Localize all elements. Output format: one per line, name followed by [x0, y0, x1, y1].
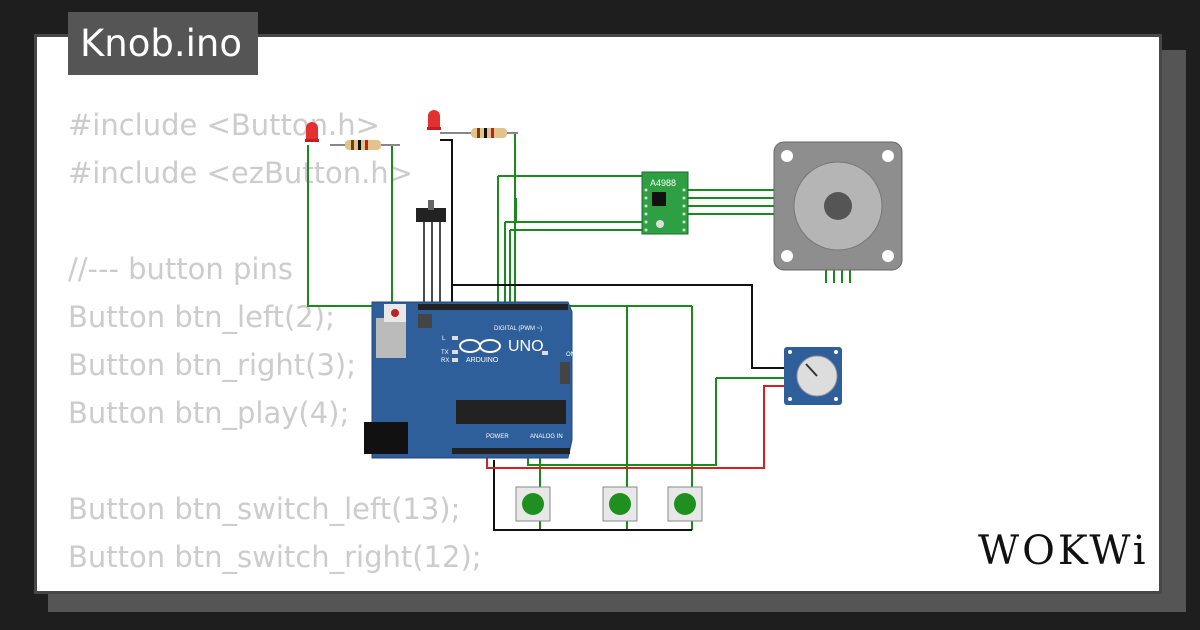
power-label: POWER	[486, 434, 509, 440]
code-line: #include <ezButton.h>	[68, 156, 413, 190]
board-logo: UNO	[508, 338, 544, 355]
wire-gnd-pot	[452, 284, 784, 369]
digital-label: DIGITAL (PWM ~)	[494, 326, 542, 332]
code-line: #include <Button.h>	[68, 108, 380, 142]
analog-label: ANALOG IN	[530, 434, 563, 440]
code-line: Button btn_switch_right(12);	[68, 540, 482, 574]
l-label: L	[442, 336, 446, 342]
led-right[interactable]	[427, 110, 441, 130]
tx-label: TX	[441, 350, 449, 356]
code-line: Button btn_switch_left(13);	[68, 492, 461, 526]
wire-led1	[307, 145, 380, 307]
a4988-driver[interactable]: A4988	[641, 171, 689, 235]
resistor-left[interactable]	[330, 140, 400, 150]
wokwi-logo: WOKWi	[978, 528, 1149, 574]
driver-label: A4988	[650, 178, 676, 188]
wires	[307, 133, 851, 531]
rx-label: RX	[441, 358, 449, 364]
led-left[interactable]	[305, 122, 319, 142]
push-button-3[interactable]	[667, 486, 703, 522]
wire-driver-2	[504, 221, 642, 306]
arduino-uno[interactable]: UNO ARDUINO DIGITAL (PWM ~) ANALOG IN PO…	[364, 301, 575, 459]
potentiometer[interactable]	[784, 347, 842, 405]
code-line: //--- button pins	[68, 252, 293, 286]
wire-gnd-led2	[440, 139, 453, 306]
push-button-2[interactable]	[602, 486, 638, 522]
slide-switch[interactable]	[416, 200, 446, 222]
wire-driver-3	[509, 229, 642, 306]
wire-motor	[688, 189, 826, 215]
code-line: Button btn_play(4);	[68, 396, 350, 430]
board-maker: ARDUINO	[466, 357, 499, 364]
code-line: Button btn_right(3);	[68, 348, 357, 382]
wire-btn-gnd	[493, 460, 692, 531]
resistor-right[interactable]	[440, 128, 518, 138]
wire-5v	[486, 385, 784, 469]
project-title: Knob.ino	[68, 12, 258, 75]
push-button-1[interactable]	[515, 486, 551, 522]
on-label: ON	[566, 352, 575, 358]
wire-switch	[423, 222, 441, 306]
preview-card	[34, 34, 1162, 594]
stepper-motor[interactable]	[773, 141, 903, 271]
code-preview: #include <Button.h> #include <ezButton.h…	[68, 101, 482, 581]
